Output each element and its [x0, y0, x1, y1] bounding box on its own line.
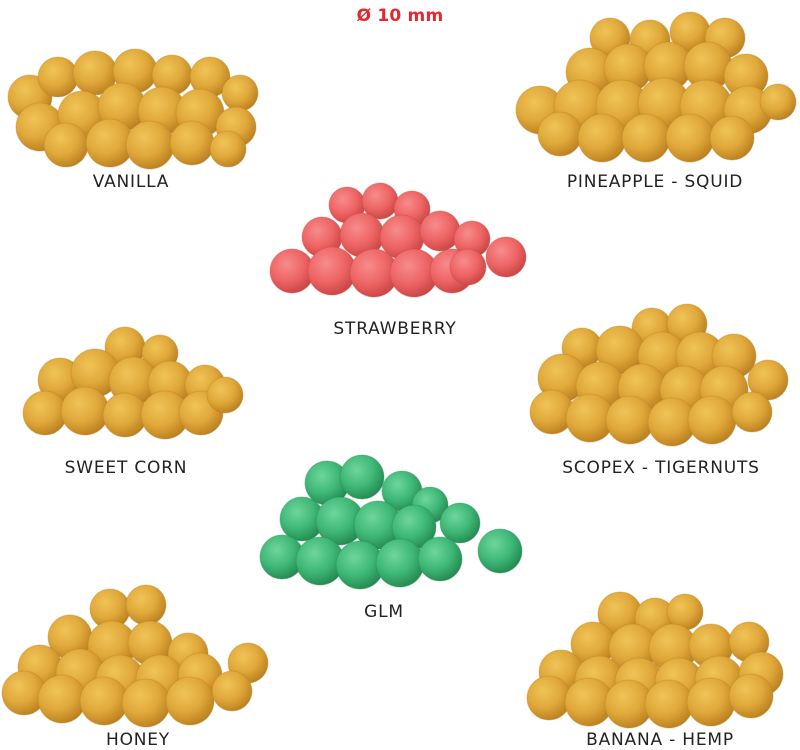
boilie-pile-graphic: [526, 591, 784, 729]
boilie: [102, 392, 148, 438]
product-strawberry: STRAWBERRY: [262, 182, 537, 345]
product-pineapple-squid: PINEAPPLE - SQUID: [510, 10, 800, 205]
product-label-strawberry: STRAWBERRY: [333, 319, 457, 339]
boilie: [605, 395, 655, 445]
boilie: [60, 386, 110, 436]
boilie: [121, 678, 171, 728]
boilie: [209, 130, 247, 168]
boilie-pile-sweet-corn: [15, 325, 245, 445]
product-label-honey: HONEY: [105, 730, 170, 750]
product-label-pineapple-squid: PINEAPPLE - SQUID: [566, 172, 744, 192]
boilie-pile-graphic: [515, 11, 797, 163]
boilie: [37, 674, 87, 724]
boilie: [537, 111, 583, 157]
product-label-vanilla: VANILLA: [92, 172, 170, 192]
boilie: [449, 248, 487, 286]
boilie: [439, 502, 481, 544]
product-scopex-tigernuts: SCOPEX - TIGERNUTS: [522, 300, 800, 485]
product-label-banana-hemp: BANANA - HEMP: [586, 730, 734, 750]
size-label: Ø 10 mm: [356, 6, 444, 26]
boilie-pile-graphic: [529, 303, 789, 447]
boilie-pile-graphic: [7, 48, 259, 170]
boilie: [22, 390, 68, 436]
product-glm: GLM: [252, 454, 523, 630]
boilie-pile-graphic: [22, 326, 244, 440]
boilie: [169, 120, 215, 166]
product-vanilla: VANILLA: [0, 45, 270, 205]
boilie-pile-strawberry: [262, 182, 537, 305]
boilie: [125, 584, 167, 626]
boilie-pile-pineapple-squid: [510, 10, 800, 163]
boilie: [728, 673, 774, 719]
boilie: [644, 679, 694, 729]
product-label-scopex-tigernuts: SCOPEX - TIGERNUTS: [562, 458, 760, 478]
boilie-pile-graphic: [259, 454, 523, 590]
boilie: [37, 56, 79, 98]
product-label-glm: GLM: [364, 602, 404, 622]
boilie-pile-scopex-tigernuts: [522, 300, 800, 447]
boilie: [577, 113, 627, 163]
boilie: [686, 677, 736, 727]
product-label-sweet-corn: SWEET CORN: [64, 458, 188, 478]
product-honey: HONEY: [0, 583, 280, 750]
boilie: [665, 113, 715, 163]
boilie: [621, 113, 671, 163]
boilie: [211, 670, 253, 712]
boilie: [221, 74, 259, 112]
product-banana-hemp: BANANA - HEMP: [515, 590, 800, 750]
boilie: [206, 376, 244, 414]
boilie: [79, 676, 129, 726]
boilie: [687, 395, 737, 445]
boilie: [526, 675, 572, 721]
boilie: [419, 210, 461, 252]
boilie-pile-honey: [0, 583, 280, 728]
boilie: [125, 120, 175, 170]
boilie: [43, 122, 89, 168]
boilie: [375, 538, 425, 588]
boilie-pile-vanilla: [0, 45, 270, 170]
boilie: [709, 115, 755, 161]
boilie: [307, 246, 357, 296]
boilie-pile-graphic: [269, 182, 527, 298]
boilie: [417, 536, 463, 582]
boilie: [269, 248, 315, 294]
boilie-pile-glm: [252, 454, 523, 590]
boilie-pile-graphic: [1, 584, 269, 728]
boilie: [165, 676, 215, 726]
product-sweet-corn: SWEET CORN: [15, 325, 245, 485]
boilie-pile-banana-hemp: [515, 590, 800, 729]
boilie: [485, 236, 527, 278]
boilie: [731, 391, 773, 433]
boilie: [339, 454, 385, 500]
boilie: [477, 528, 523, 574]
boilie: [759, 83, 797, 121]
